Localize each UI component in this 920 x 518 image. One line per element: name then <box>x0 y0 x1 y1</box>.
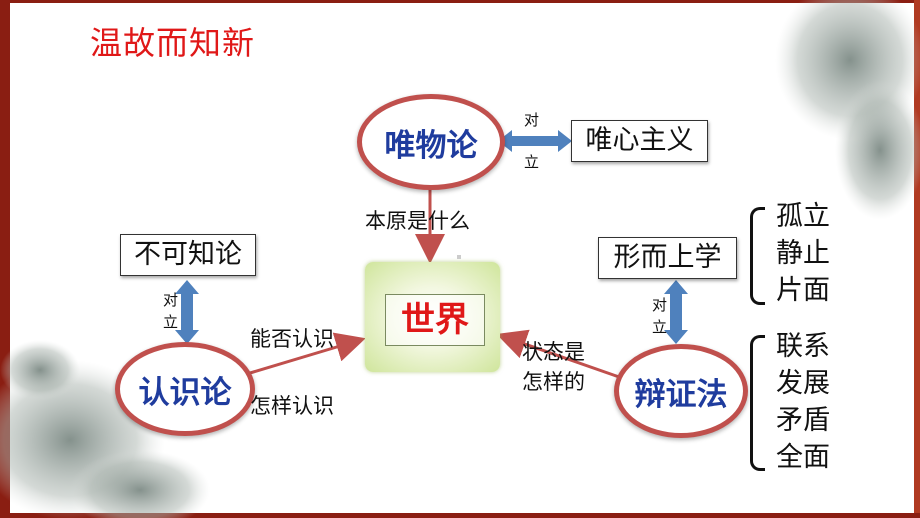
opposite-right-char1: 对 <box>652 296 668 314</box>
idealism-box: 唯心主义 <box>571 120 708 162</box>
decorative-dot <box>457 255 461 259</box>
right-frame-strip <box>914 0 920 518</box>
trait-comprehensive: 全面 <box>776 442 830 473</box>
opposite-left-char2: 立 <box>163 313 179 331</box>
opposite-right-char2: 立 <box>652 318 668 336</box>
top-frame-strip <box>0 0 920 3</box>
state-label-line1: 状态是 <box>522 340 585 364</box>
opposite-top-char1: 对 <box>524 111 540 129</box>
opposite-left-char1: 对 <box>163 291 179 309</box>
trait-connection: 联系 <box>776 331 830 362</box>
opposite-top-char2: 立 <box>524 153 540 171</box>
dialectics-node: 辩证法 <box>614 344 748 438</box>
trait-static: 静止 <box>776 238 830 269</box>
metaphysics-traits: 孤立 静止 片面 <box>776 198 830 309</box>
world-label: 世界 <box>385 294 485 346</box>
bottom-frame-strip <box>0 513 920 518</box>
materialism-node: 唯物论 <box>357 94 505 190</box>
metaphysics-bracket <box>750 207 765 305</box>
arrow-epistemology-to-world <box>239 332 366 378</box>
epistemology-node: 认识论 <box>115 342 255 436</box>
left-frame-strip <box>0 0 10 518</box>
epistemology-label: 认识论 <box>138 374 232 411</box>
dialectics-traits: 联系 发展 矛盾 全面 <box>776 328 830 476</box>
state-label-line2: 怎样的 <box>522 370 585 394</box>
trait-isolated: 孤立 <box>776 201 830 232</box>
trait-development: 发展 <box>776 368 830 399</box>
dialectics-bracket <box>750 335 765 471</box>
dialectics-label: 辩证法 <box>634 376 728 413</box>
trait-one-sided: 片面 <box>776 275 830 306</box>
agnosticism-box: 不可知论 <box>120 234 256 276</box>
metaphysics-box: 形而上学 <box>598 237 737 279</box>
can-know-label: 能否认识 <box>250 327 334 351</box>
how-know-label: 怎样认识 <box>250 394 334 418</box>
materialism-label: 唯物论 <box>384 127 478 164</box>
trait-contradiction: 矛盾 <box>776 405 830 436</box>
opposition-arrow-left <box>175 280 199 344</box>
slide-title: 温故而知新 <box>90 24 256 62</box>
arrow-dialectics-to-world <box>496 329 623 380</box>
origin-question-label: 本原是什么 <box>365 209 470 233</box>
opposition-arrow-right <box>664 280 688 344</box>
opposition-arrow-top <box>498 130 572 152</box>
